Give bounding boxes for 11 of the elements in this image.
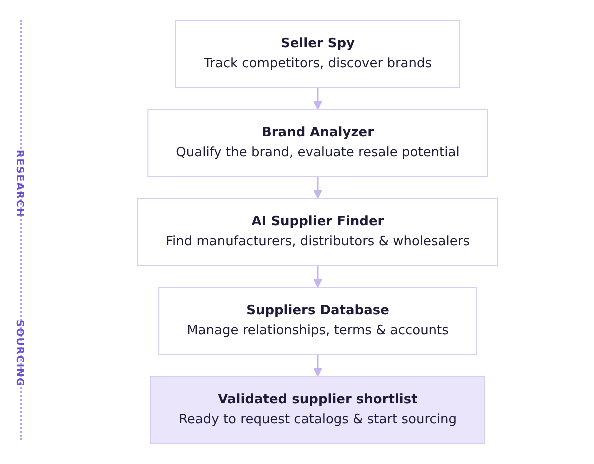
section-label: RESEARCH	[14, 150, 25, 218]
arrow	[314, 176, 322, 199]
section-label: SOURCING	[14, 320, 25, 388]
node-box: Brand Analyzer Qualify the brand, evaluate resale potential	[148, 109, 488, 177]
node-box: Seller Spy Track competitors, discover brands	[175, 20, 461, 88]
node-box: AI Supplier Finder Find manufacturers, distributors & wholesalers	[138, 198, 498, 266]
arrow	[314, 266, 322, 288]
arrow	[314, 354, 322, 377]
node-box: Suppliers Database Manage relationships, terms & accounts	[158, 287, 478, 355]
node-box: Validated supplier shortlist Ready to request catalogs & start sourcing	[150, 376, 486, 444]
arrow	[314, 88, 322, 110]
